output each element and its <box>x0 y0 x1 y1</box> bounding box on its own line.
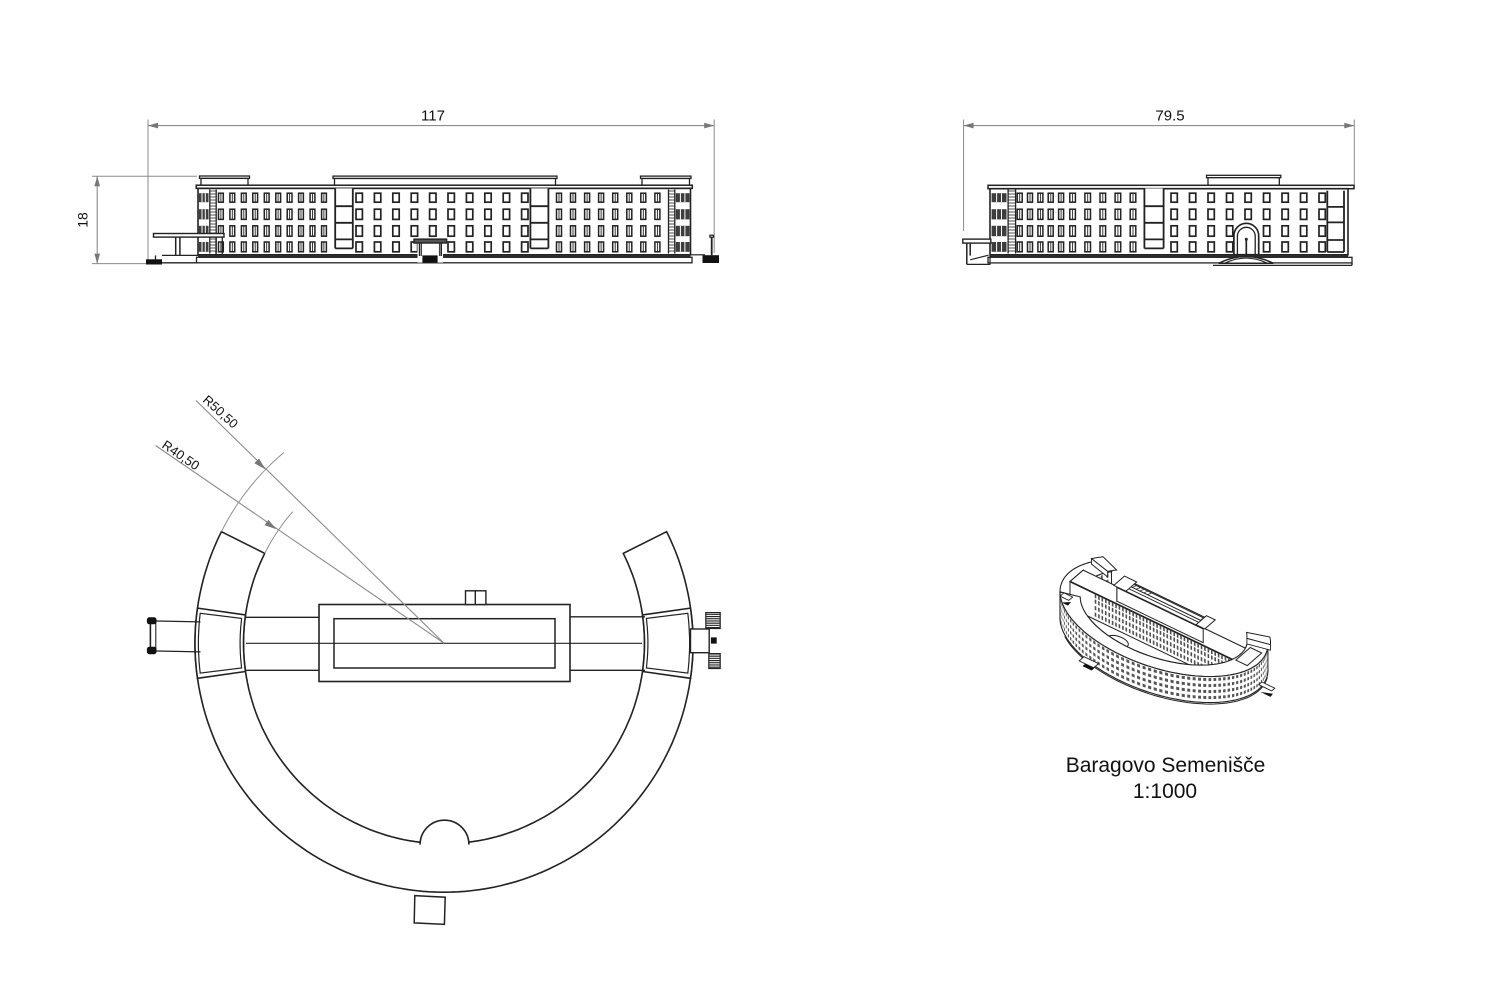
svg-text:117: 117 <box>421 108 445 125</box>
svg-text:79.5: 79.5 <box>1155 108 1184 125</box>
svg-text:18: 18 <box>75 212 91 228</box>
svg-text:1:1000: 1:1000 <box>1133 780 1197 803</box>
svg-text:Baragovo Semenišče: Baragovo Semenišče <box>1066 754 1266 777</box>
